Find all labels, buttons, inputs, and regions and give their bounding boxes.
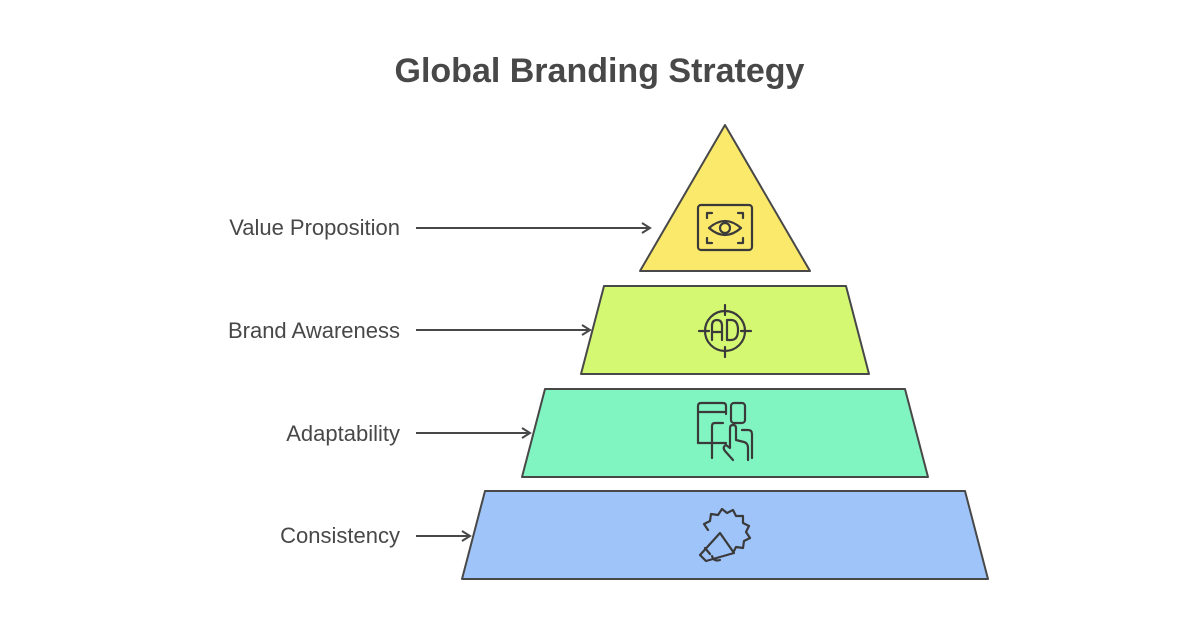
tier-label-brand-awareness: Brand Awareness: [227, 318, 400, 343]
tier-consistency: [461, 490, 989, 580]
tier-label-consistency: Consistency: [280, 523, 400, 548]
megaphone-badge-icon: [698, 507, 752, 563]
tier-label-value-proposition: Value Proposition: [229, 215, 400, 240]
tier-adaptability: [521, 388, 929, 478]
tier-label-adaptability: Adaptability: [286, 421, 400, 446]
diagram-title: Global Branding Strategy: [394, 52, 805, 90]
ad-target-icon: [697, 303, 753, 359]
eye-focus-icon: [696, 203, 754, 252]
tier-value-proposition: [639, 124, 811, 272]
devices-touch-icon: [696, 401, 754, 462]
tier-brand-awareness: [580, 285, 870, 375]
